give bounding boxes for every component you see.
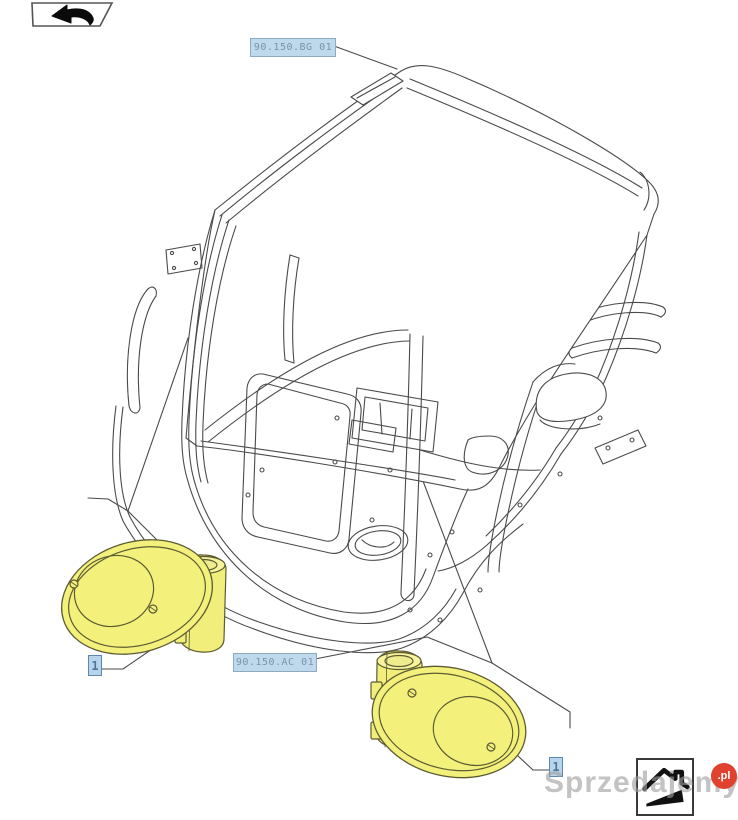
work-lamp-right[interactable] (360, 650, 537, 794)
part-marker-right[interactable]: 1 (549, 757, 563, 777)
lamp-housing-left (60, 539, 214, 655)
leader-roof-label (333, 45, 398, 70)
leader-cab-to-left-lamp (127, 337, 189, 512)
a-pillar-left (181, 209, 237, 484)
return-arrow-icon (31, 2, 114, 27)
house-icon (642, 767, 690, 807)
leader-cab-to-right-lamp (411, 451, 493, 664)
bolt-details (245, 415, 603, 623)
b-pillar (400, 333, 424, 602)
roof-panel (185, 65, 659, 491)
leader-left-marker (99, 644, 159, 670)
part-marker-left[interactable]: 1 (88, 655, 102, 676)
console-box (351, 387, 439, 453)
cab-line-art (112, 65, 666, 654)
sprzedajemy-logo (636, 758, 694, 816)
leader-right-elbow (491, 662, 571, 729)
ref-label-lamp-assembly[interactable]: 90.150.AC 01 (233, 653, 317, 672)
fender-and-seat (487, 363, 607, 573)
pl-badge: .pl (711, 763, 737, 789)
ref-label-roof-assembly[interactable]: 90.150.BG 01 (250, 38, 336, 57)
work-lamp-left[interactable] (47, 522, 227, 672)
previous-section-button[interactable] (30, 0, 120, 32)
left-handrail (126, 243, 203, 414)
lamp-housing-right (371, 665, 527, 779)
front-panel (186, 254, 469, 624)
